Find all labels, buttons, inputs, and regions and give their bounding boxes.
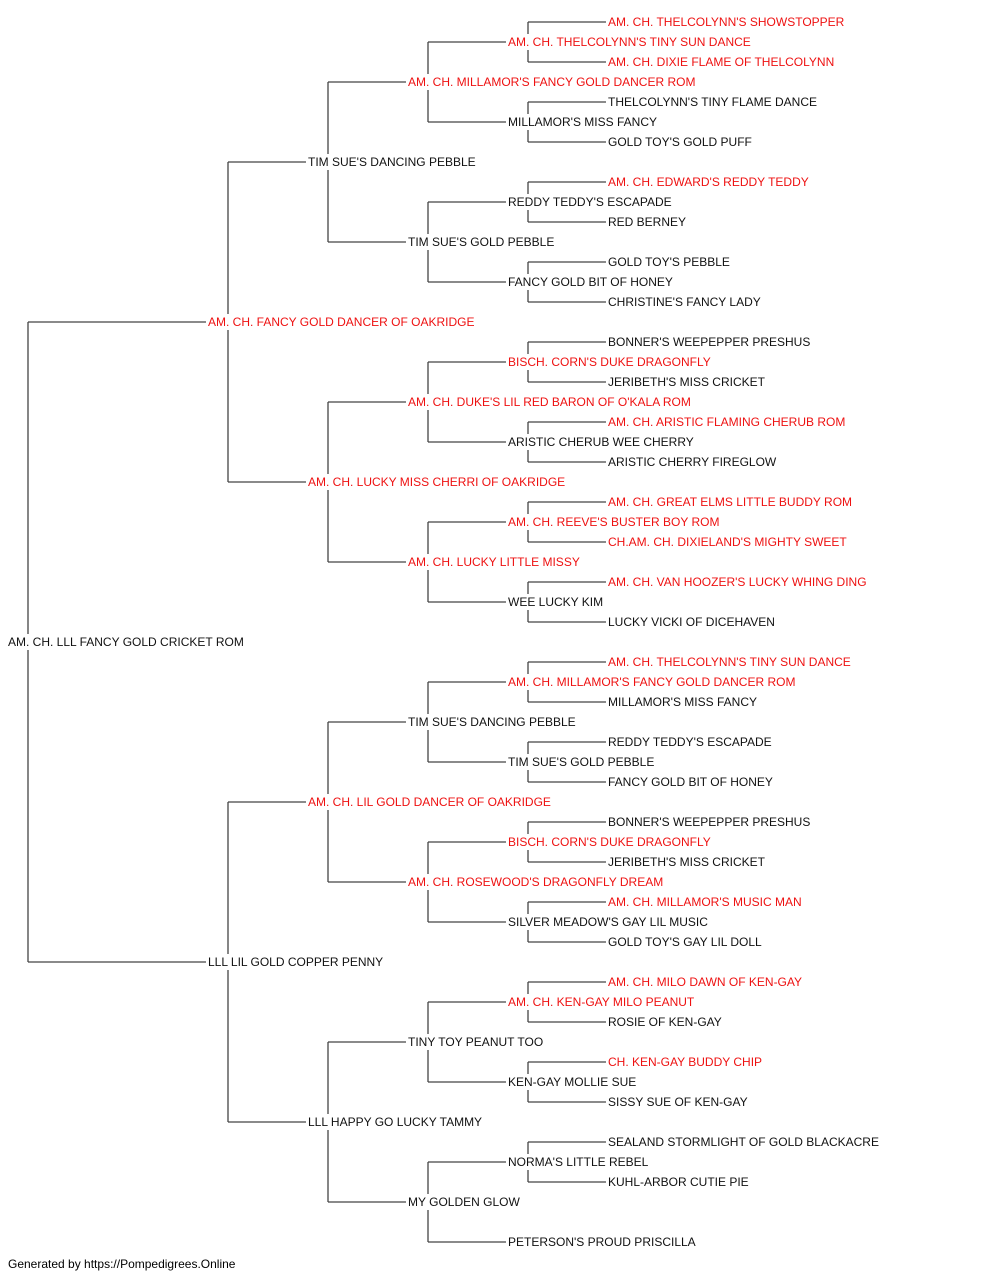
ancestor-name[interactable]: ARISTIC CHERRY FIREGLOW (607, 455, 778, 469)
ancestor-name[interactable]: AM. CH. LUCKY MISS CHERRI OF OAKRIDGE (307, 475, 567, 489)
ancestor-name[interactable]: AM. CH. LIL GOLD DANCER OF OAKRIDGE (307, 795, 552, 809)
ancestor-name[interactable]: PETERSON'S PROUD PRISCILLA (507, 1235, 697, 1249)
ancestor-name[interactable]: CH.AM. CH. DIXIELAND'S MIGHTY SWEET (607, 535, 848, 549)
ancestor-name[interactable]: AM. CH. ARISTIC FLAMING CHERUB ROM (607, 415, 847, 429)
ancestor-name[interactable]: MILLAMOR'S MISS FANCY (607, 695, 758, 709)
ancestor-name[interactable]: GOLD TOY'S PEBBLE (607, 255, 731, 269)
ancestor-name[interactable]: AM. CH. THELCOLYNN'S TINY SUN DANCE (607, 655, 852, 669)
ancestor-name[interactable]: BONNER'S WEEPEPPER PRESHUS (607, 815, 812, 829)
ancestor-name[interactable]: KEN-GAY MOLLIE SUE (507, 1075, 638, 1089)
ancestor-name[interactable]: TINY TOY PEANUT TOO (407, 1035, 545, 1049)
ancestor-name[interactable]: AM. CH. MILO DAWN OF KEN-GAY (607, 975, 804, 989)
ancestor-name[interactable]: BISCH. CORN'S DUKE DRAGONFLY (507, 355, 712, 369)
ancestor-name[interactable]: FANCY GOLD BIT OF HONEY (507, 275, 674, 289)
ancestor-name[interactable]: AM. CH. DIXIE FLAME OF THELCOLYNN (607, 55, 836, 69)
ancestor-name[interactable]: KUHL-ARBOR CUTIE PIE (607, 1175, 750, 1189)
ancestor-name[interactable]: TIM SUE'S GOLD PEBBLE (507, 755, 656, 769)
ancestor-name[interactable]: AM. CH. REEVE'S BUSTER BOY ROM (507, 515, 721, 529)
ancestor-name[interactable]: LLL HAPPY GO LUCKY TAMMY (307, 1115, 484, 1129)
subject-dog-name[interactable]: AM. CH. LLL FANCY GOLD CRICKET ROM (7, 635, 245, 649)
ancestor-name[interactable]: LUCKY VICKI OF DICEHAVEN (607, 615, 776, 629)
ancestor-name[interactable]: JERIBETH'S MISS CRICKET (607, 375, 766, 389)
ancestor-name[interactable]: SEALAND STORMLIGHT OF GOLD BLACKACRE (607, 1135, 880, 1149)
ancestor-name[interactable]: CH. KEN-GAY BUDDY CHIP (607, 1055, 764, 1069)
ancestor-name[interactable]: AM. CH. MILLAMOR'S FANCY GOLD DANCER ROM (507, 675, 797, 689)
ancestor-name[interactable]: AM. CH. VAN HOOZER'S LUCKY WHING DING (607, 575, 868, 589)
ancestor-name[interactable]: AM. CH. MILLAMOR'S FANCY GOLD DANCER ROM (407, 75, 697, 89)
ancestor-name[interactable]: AM. CH. EDWARD'S REDDY TEDDY (607, 175, 810, 189)
ancestor-name[interactable]: TIM SUE'S DANCING PEBBLE (407, 715, 577, 729)
ancestor-name[interactable]: MY GOLDEN GLOW (407, 1195, 521, 1209)
ancestor-name[interactable]: REDDY TEDDY'S ESCAPADE (607, 735, 773, 749)
ancestor-name[interactable]: BONNER'S WEEPEPPER PRESHUS (607, 335, 812, 349)
ancestor-name[interactable]: SISSY SUE OF KEN-GAY (607, 1095, 749, 1109)
ancestor-name[interactable]: SILVER MEADOW'S GAY LIL MUSIC (507, 915, 709, 929)
ancestor-name[interactable]: FANCY GOLD BIT OF HONEY (607, 775, 774, 789)
ancestor-name[interactable]: RED BERNEY (607, 215, 688, 229)
ancestor-name[interactable]: AM. CH. THELCOLYNN'S SHOWSTOPPER (607, 15, 846, 29)
ancestor-name[interactable]: THELCOLYNN'S TINY FLAME DANCE (607, 95, 819, 109)
ancestor-name[interactable]: ROSIE OF KEN-GAY (607, 1015, 723, 1029)
ancestor-name[interactable]: JERIBETH'S MISS CRICKET (607, 855, 766, 869)
ancestor-name[interactable]: LLL LIL GOLD COPPER PENNY (207, 955, 385, 969)
ancestor-name[interactable]: BISCH. CORN'S DUKE DRAGONFLY (507, 835, 712, 849)
ancestor-name[interactable]: TIM SUE'S DANCING PEBBLE (307, 155, 477, 169)
ancestor-name[interactable]: AM. CH. THELCOLYNN'S TINY SUN DANCE (507, 35, 752, 49)
ancestor-name[interactable]: GOLD TOY'S GAY LIL DOLL (607, 935, 763, 949)
ancestor-name[interactable]: GOLD TOY'S GOLD PUFF (607, 135, 753, 149)
ancestor-name[interactable]: AM. CH. KEN-GAY MILO PEANUT (507, 995, 696, 1009)
ancestor-name[interactable]: REDDY TEDDY'S ESCAPADE (507, 195, 673, 209)
ancestor-name[interactable]: WEE LUCKY KIM (507, 595, 605, 609)
ancestor-name[interactable]: ARISTIC CHERUB WEE CHERRY (507, 435, 695, 449)
ancestor-name[interactable]: NORMA'S LITTLE REBEL (507, 1155, 650, 1169)
ancestor-name[interactable]: AM. CH. MILLAMOR'S MUSIC MAN (607, 895, 803, 909)
ancestor-name[interactable]: AM. CH. LUCKY LITTLE MISSY (407, 555, 581, 569)
ancestor-name[interactable]: MILLAMOR'S MISS FANCY (507, 115, 658, 129)
ancestor-name[interactable]: AM. CH. GREAT ELMS LITTLE BUDDY ROM (607, 495, 854, 509)
ancestor-name[interactable]: AM. CH. FANCY GOLD DANCER OF OAKRIDGE (207, 315, 476, 329)
ancestor-name[interactable]: CHRISTINE'S FANCY LADY (607, 295, 762, 309)
ancestor-name[interactable]: TIM SUE'S GOLD PEBBLE (407, 235, 556, 249)
ancestor-name[interactable]: AM. CH. DUKE'S LIL RED BARON OF O'KALA R… (407, 395, 692, 409)
generated-by-footer: Generated by https://Pompedigrees.Online (8, 1257, 236, 1271)
ancestor-name[interactable]: AM. CH. ROSEWOOD'S DRAGONFLY DREAM (407, 875, 665, 889)
